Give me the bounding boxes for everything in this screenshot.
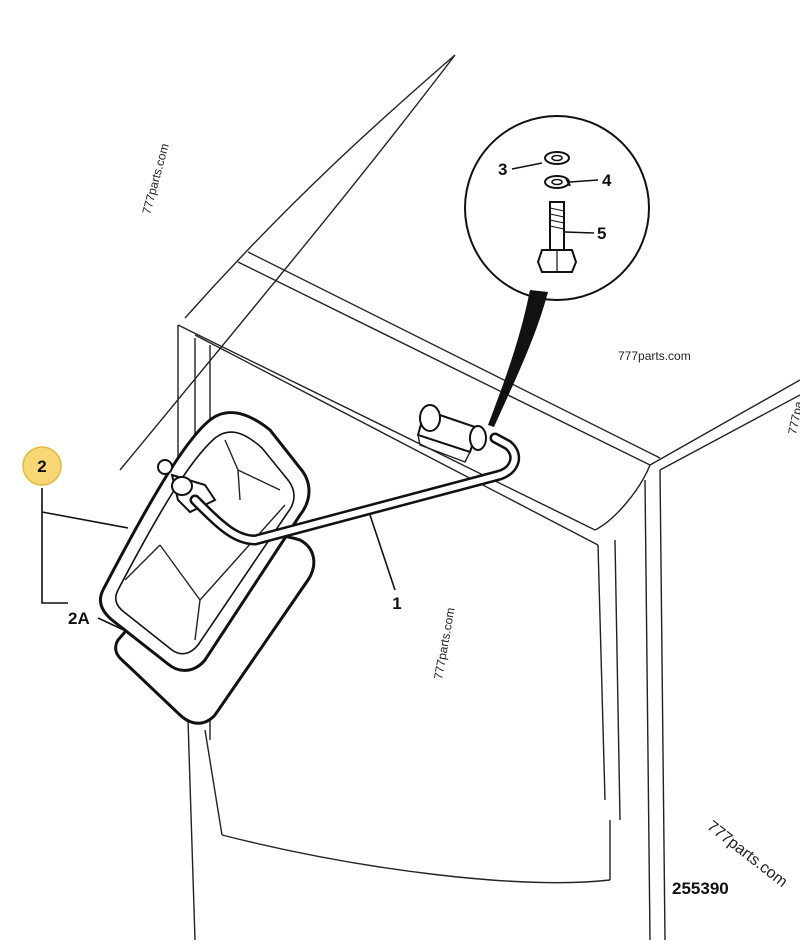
mirror-assembly [98,411,316,725]
watermark: 777pa [785,400,800,436]
bolt [536,201,578,273]
callout-3-label[interactable]: 3 [498,160,507,179]
callout-5-label[interactable]: 5 [597,224,606,243]
callout-2-label[interactable]: 2 [37,457,46,476]
watermark: 777parts.com [139,142,171,216]
mirror-arm [189,404,521,546]
watermark: 777p [0,895,3,916]
detail-circle [464,115,650,427]
callout-4-label[interactable]: 4 [602,171,612,190]
drawing-number: 255390 [672,879,729,898]
flat-washer [544,151,570,165]
lock-washer [544,175,571,189]
watermark: 777parts.com [431,606,457,680]
watermark: 777parts.com [618,349,691,363]
callout-2a-label[interactable]: 2A [68,609,90,628]
callout-1-label[interactable]: 1 [392,594,401,613]
leader-lines [41,162,599,633]
callout-2-highlight[interactable]: 2 [22,446,62,486]
